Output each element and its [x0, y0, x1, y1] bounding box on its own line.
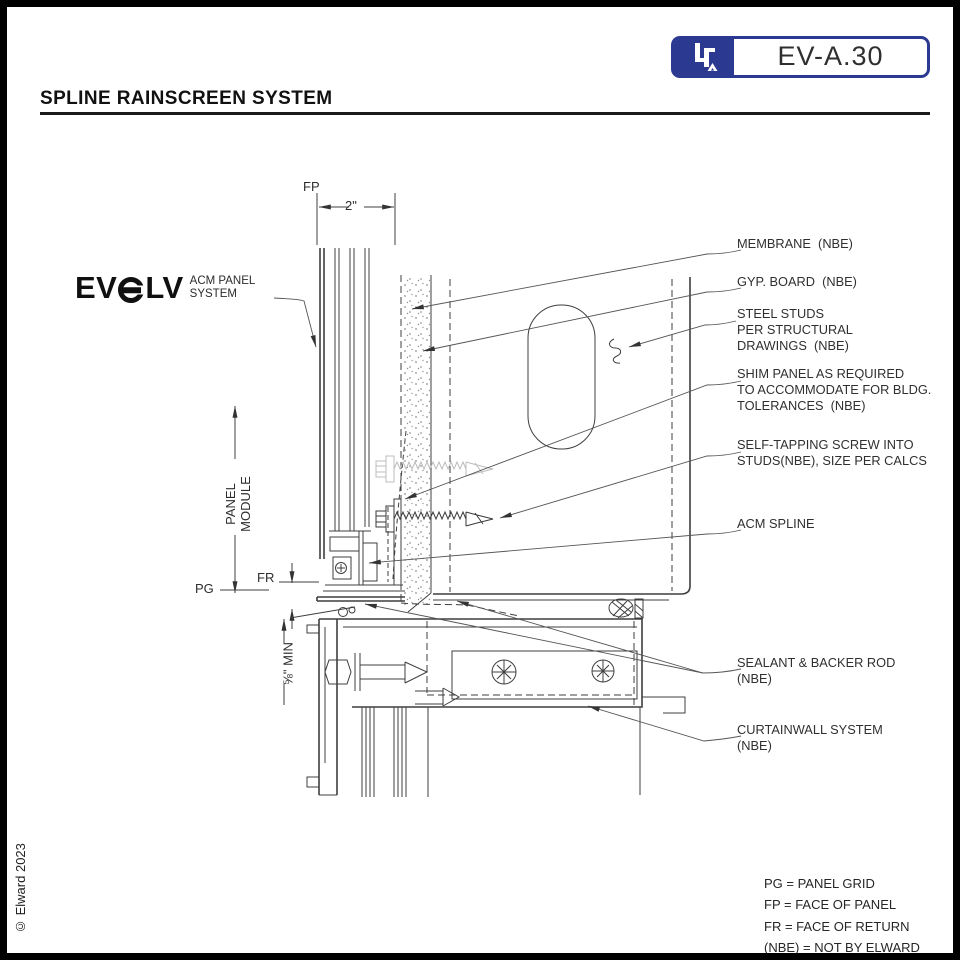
gasket-geometry — [608, 598, 644, 619]
pg-label: PG — [195, 581, 214, 596]
callout-acm-spline: ACM SPLINE — [737, 516, 815, 531]
callout-membrane: MEMBRANE (NBE) — [737, 236, 853, 251]
legend-line: PG = PANEL GRID — [764, 876, 875, 891]
fp-label: FP — [303, 179, 320, 194]
elward-logo-icon — [674, 39, 734, 75]
brand-leader — [273, 297, 317, 348]
stud-break-squiggle — [608, 338, 622, 364]
evolv-tagline: ACM PANEL SYSTEM — [189, 275, 256, 300]
callout-curtainwall: CURTAINWALL SYSTEM (NBE) — [737, 722, 883, 753]
drawing-title: SPLINE RAINSCREEN SYSTEM — [40, 88, 333, 109]
acm-panel-geometry — [316, 248, 405, 602]
panel-module-dim: PANEL MODULE — [223, 476, 253, 532]
sealant-joint-geometry — [289, 606, 356, 619]
legend-line: (NBE) = NOT BY ELWARD — [764, 940, 920, 956]
callout-screw: SELF-TAPPING SCREW INTO STUDS(NBE), SIZE… — [737, 437, 927, 468]
title-rule — [40, 112, 930, 115]
callout-shim-panel: SHIM PANEL AS REQUIRED TO ACCOMMODATE FO… — [737, 366, 932, 413]
sheet-number: EV-A.30 — [777, 40, 884, 71]
legend-line: FP = FACE OF PANEL — [764, 897, 897, 913]
sheet-badge: EV-A.30 — [671, 36, 930, 78]
curtainwall-geometry — [306, 618, 686, 797]
callout-gyp-board: GYP. BOARD (NBE) — [737, 274, 857, 289]
self-tapping-screw — [375, 455, 494, 533]
dimension-lines — [220, 193, 396, 705]
membrane-gyp-geometry — [400, 275, 520, 617]
abbreviation-legend: PG = PANEL GRID FP = FACE OF PANEL FR = … — [764, 873, 920, 956]
reveal-min-dim: ⅝" MIN — [280, 642, 296, 685]
steel-stud-geometry — [433, 277, 691, 601]
legend-line: FR = FACE OF RETURN — [764, 918, 910, 934]
detail-drawing-canvas — [220, 193, 742, 797]
evolv-o-glyph — [118, 277, 146, 303]
callout-steel-studs: STEEL STUDS PER STRUCTURAL DRAWINGS (NBE… — [737, 306, 853, 353]
leader-lines — [273, 249, 742, 742]
callout-sealant: SEALANT & BACKER ROD (NBE) — [737, 655, 896, 686]
copyright-note: © Elward 2023 — [13, 843, 28, 934]
fr-label: FR — [257, 570, 275, 585]
panel-width-dim: 2" — [345, 198, 357, 213]
